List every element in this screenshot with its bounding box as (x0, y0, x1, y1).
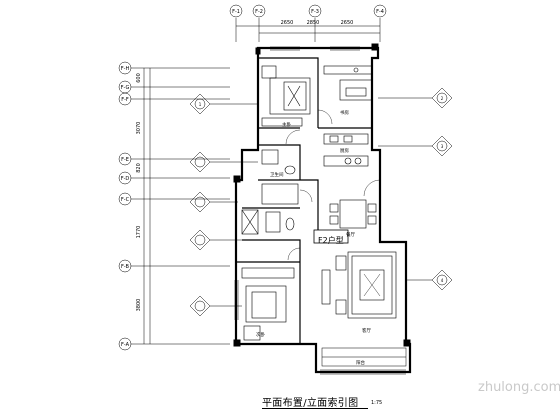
elevation-mark-2: 2 (441, 96, 444, 101)
caption-underline (262, 408, 368, 409)
axis-label-left-3: F-F (121, 97, 129, 103)
unit-label-box (313, 229, 349, 244)
elevation-mark-3: 3 (441, 144, 444, 149)
scale-note: 1:75 (371, 400, 383, 406)
dim-left-3: 820 (136, 163, 142, 173)
balcony (321, 347, 407, 367)
room-label-study: 书房 (340, 109, 349, 116)
room-label-living: 客厅 (362, 327, 371, 334)
kitchen-counters (323, 133, 369, 167)
unit-type-label: F2户型 (318, 236, 344, 245)
room-label-master-bedroom: 主卧 (282, 121, 291, 128)
axis-label-top-4: F-4 (376, 9, 384, 15)
bathroom-fixtures (241, 149, 299, 235)
master-bedroom-bed (261, 65, 311, 127)
room-label-bathroom: 卫生间 (270, 171, 284, 178)
axis-label-left-2: F-G (121, 85, 130, 91)
door-swings (285, 109, 381, 261)
axis-label-top-1: F-1 (232, 9, 240, 15)
living-room-sofa (321, 251, 397, 319)
elevation-mark-1: 1 (199, 102, 202, 107)
dim-left-2: 3070 (136, 122, 142, 135)
axis-label-top-2: F-2 (255, 9, 263, 15)
dim-top-3: 2650 (341, 20, 354, 26)
left-axis-grid (118, 61, 230, 351)
dim-left-5: 3800 (136, 299, 142, 312)
dining-table (329, 199, 377, 229)
elevation-mark-4: 4 (441, 278, 444, 283)
top-axis-grid (229, 4, 387, 42)
exterior-walls (233, 43, 412, 374)
windows (234, 46, 406, 375)
room-label-secondary-bedroom: 次卧 (256, 331, 265, 338)
dim-left-1: 600 (136, 73, 142, 83)
drawing-caption: 平面布置/立面索引图 (262, 398, 359, 409)
elevation-markers-right (378, 87, 453, 291)
axis-label-left-4: F-E (121, 157, 129, 163)
dim-top-2: 2850 (307, 20, 320, 26)
study-desk (323, 65, 373, 101)
axis-label-left-5: F-D (121, 176, 130, 182)
axis-label-top-3: F-3 (311, 9, 319, 15)
interior-walls (236, 57, 372, 344)
elevation-markers-left (189, 93, 258, 317)
room-label-kitchen: 厨房 (340, 147, 349, 154)
axis-label-left-6: F-C (121, 197, 130, 203)
dim-left-4: 1770 (136, 226, 142, 239)
secondary-bedroom-bed (241, 267, 295, 341)
axis-label-left-8: F-A (121, 342, 130, 348)
dim-top-1: 2650 (281, 20, 294, 26)
axis-label-left-7: F-B (121, 264, 130, 270)
room-label-balcony: 阳台 (356, 359, 365, 366)
room-label-dining: 餐厅 (346, 231, 355, 238)
axis-label-left-1: F-H (121, 66, 130, 72)
watermark: zhulong.com (478, 380, 560, 395)
